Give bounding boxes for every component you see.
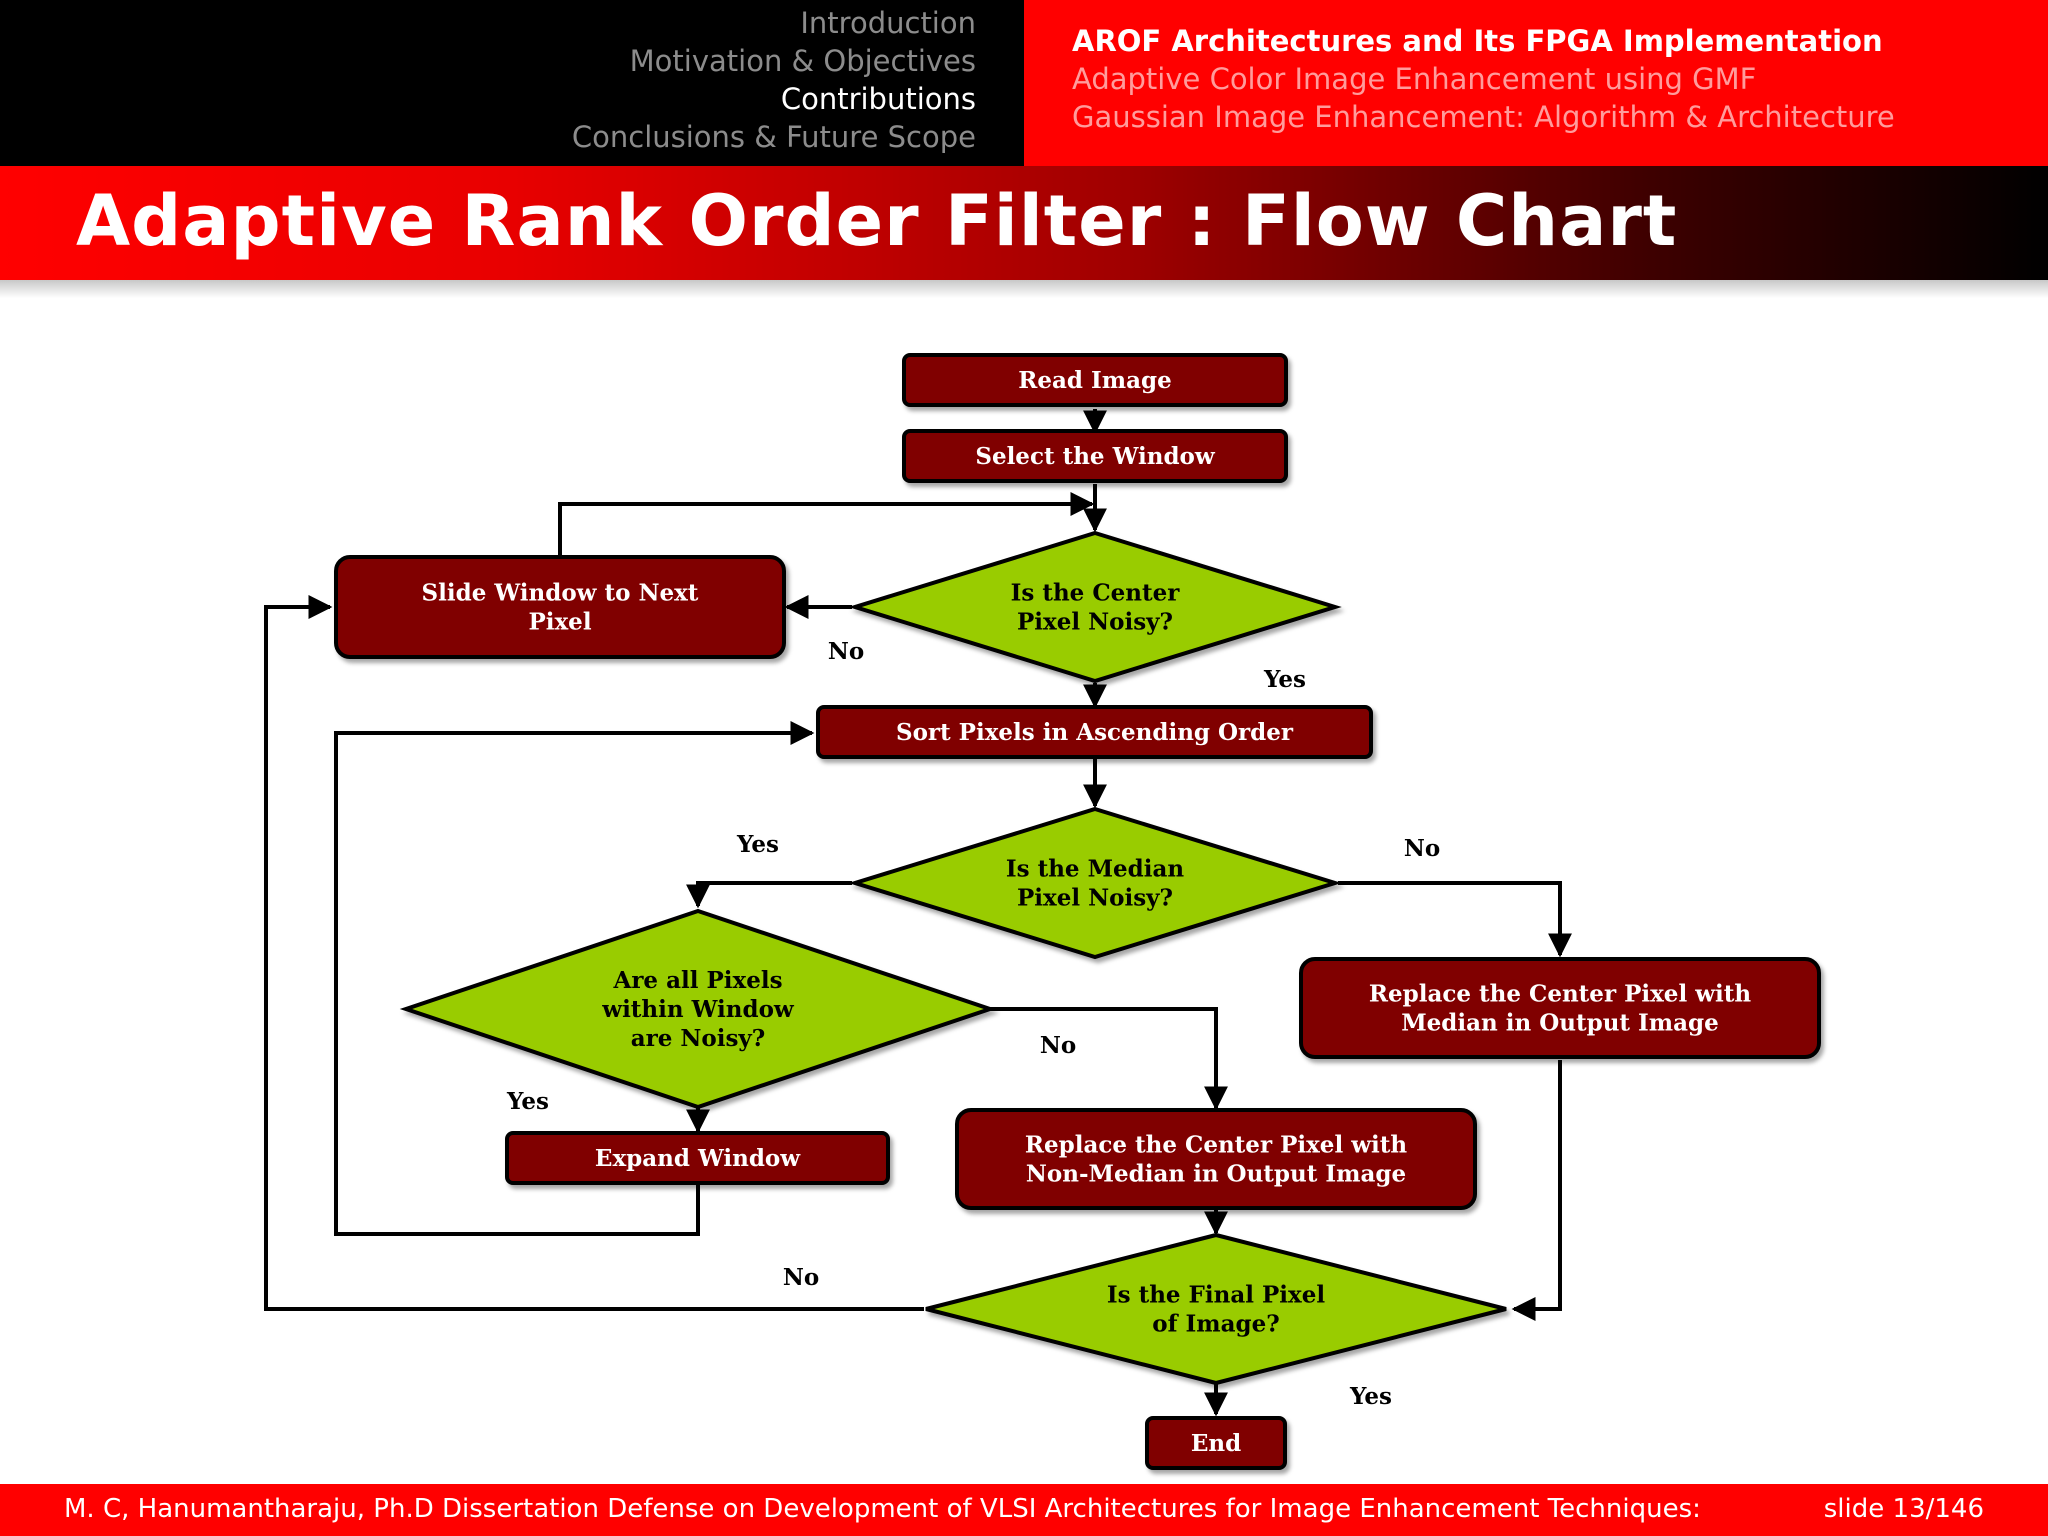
- nav-subsection-gaussian[interactable]: Gaussian Image Enhancement: Algorithm & …: [1072, 100, 1895, 134]
- edge-label-median-yes: Yes: [736, 831, 779, 858]
- node-label-line: Median in Output Image: [1401, 1010, 1719, 1037]
- edge-median-no: [1338, 881, 1572, 958]
- process-box: [334, 555, 786, 659]
- node-label-line: Is the Center: [1011, 580, 1181, 607]
- nav-section-motivation[interactable]: Motivation & Objectives: [629, 44, 976, 78]
- node-label-line: Pixel Noisy?: [1017, 885, 1173, 912]
- node-label-line: Non-Median in Output Image: [1026, 1161, 1406, 1188]
- node-label-line: Select the Window: [975, 443, 1216, 470]
- edge-final-no: [264, 595, 924, 1311]
- footer-author-line: M. C, Hanumantharaju, Ph.D Dissertation …: [64, 1494, 1701, 1524]
- slide-title: Adaptive Rank Order Filter : Flow Chart: [76, 180, 1678, 262]
- node-sort-pixels: Sort Pixels in Ascending Order: [816, 705, 1373, 759]
- node-label-line: Sort Pixels in Ascending Order: [896, 719, 1294, 746]
- process-box: [902, 429, 1288, 483]
- nav-section-contributions[interactable]: Contributions: [780, 82, 976, 116]
- edge-median-yes: [686, 881, 852, 909]
- nav-subsection-arof[interactable]: AROF Architectures and Its FPGA Implemen…: [1072, 24, 1883, 58]
- node-label-line: End: [1191, 1430, 1241, 1457]
- node-read-image: Read Image: [902, 353, 1288, 407]
- node-label-line: Read Image: [1018, 367, 1171, 394]
- header-sections-panel: Introduction Motivation & Objectives Con…: [0, 0, 1024, 166]
- node-label-line: Expand Window: [595, 1145, 801, 1172]
- decision-diamond: [848, 806, 1342, 960]
- process-box: [505, 1131, 890, 1185]
- footer-bar: M. C, Hanumantharaju, Ph.D Dissertation …: [0, 1484, 2048, 1536]
- header-subsections-panel: AROF Architectures and Its FPGA Implemen…: [1024, 0, 2048, 166]
- node-label-line: Replace the Center Pixel with: [1025, 1132, 1407, 1159]
- flowchart-connectors: [264, 409, 1572, 1417]
- process-box: [1145, 1416, 1287, 1470]
- node-replace-non-median: Replace the Center Pixel withNon-Median …: [955, 1108, 1477, 1210]
- process-box: [1299, 957, 1821, 1059]
- title-bar: Adaptive Rank Order Filter : Flow Chart: [0, 166, 2048, 280]
- edge-label-center-no: No: [828, 638, 864, 665]
- edge-label-median-no: No: [1404, 835, 1440, 862]
- decision-diamond: [848, 530, 1342, 684]
- node-label-line: within Window: [601, 996, 795, 1023]
- process-box: [955, 1108, 1477, 1210]
- process-box: [902, 353, 1288, 407]
- node-label-line: Pixel Noisy?: [1017, 609, 1173, 636]
- title-shadow: [0, 280, 2048, 298]
- edge-slide-to-top: [558, 492, 1095, 556]
- process-box: [816, 705, 1373, 759]
- node-label-line: of Image?: [1152, 1311, 1279, 1338]
- edge-label-all-no: No: [1040, 1032, 1076, 1059]
- node-label-line: Slide Window to Next: [422, 580, 699, 607]
- node-label-line: Are all Pixels: [612, 967, 782, 994]
- node-label-line: Replace the Center Pixel with: [1369, 981, 1751, 1008]
- node-label-line: Is the Final Pixel: [1107, 1282, 1326, 1309]
- nav-section-introduction[interactable]: Introduction: [800, 6, 976, 40]
- decision-diamond: [399, 908, 997, 1110]
- edge-label-final-no: No: [783, 1264, 819, 1291]
- footer-slide-number: slide 13/146: [1823, 1494, 1984, 1524]
- edge-label-final-yes: Yes: [1349, 1383, 1392, 1410]
- nav-section-conclusions[interactable]: Conclusions & Future Scope: [571, 120, 976, 154]
- edge-label-all-yes: Yes: [506, 1088, 549, 1115]
- node-label-line: Pixel: [528, 609, 591, 636]
- edge-expand-loop: [334, 721, 815, 1236]
- node-end: End: [1145, 1416, 1287, 1470]
- edge-median-replace-to-final: [1511, 1060, 1562, 1321]
- nav-subsection-gmf[interactable]: Adaptive Color Image Enhancement using G…: [1072, 62, 1757, 96]
- edge-label-center-yes: Yes: [1263, 666, 1306, 693]
- node-expand-window: Expand Window: [505, 1131, 890, 1185]
- node-select-window: Select the Window: [902, 429, 1288, 483]
- decision-diamond: [925, 1232, 1507, 1386]
- node-label-line: Is the Median: [1006, 856, 1185, 883]
- node-label-line: are Noisy?: [631, 1025, 766, 1052]
- edge-all-no: [990, 1007, 1228, 1111]
